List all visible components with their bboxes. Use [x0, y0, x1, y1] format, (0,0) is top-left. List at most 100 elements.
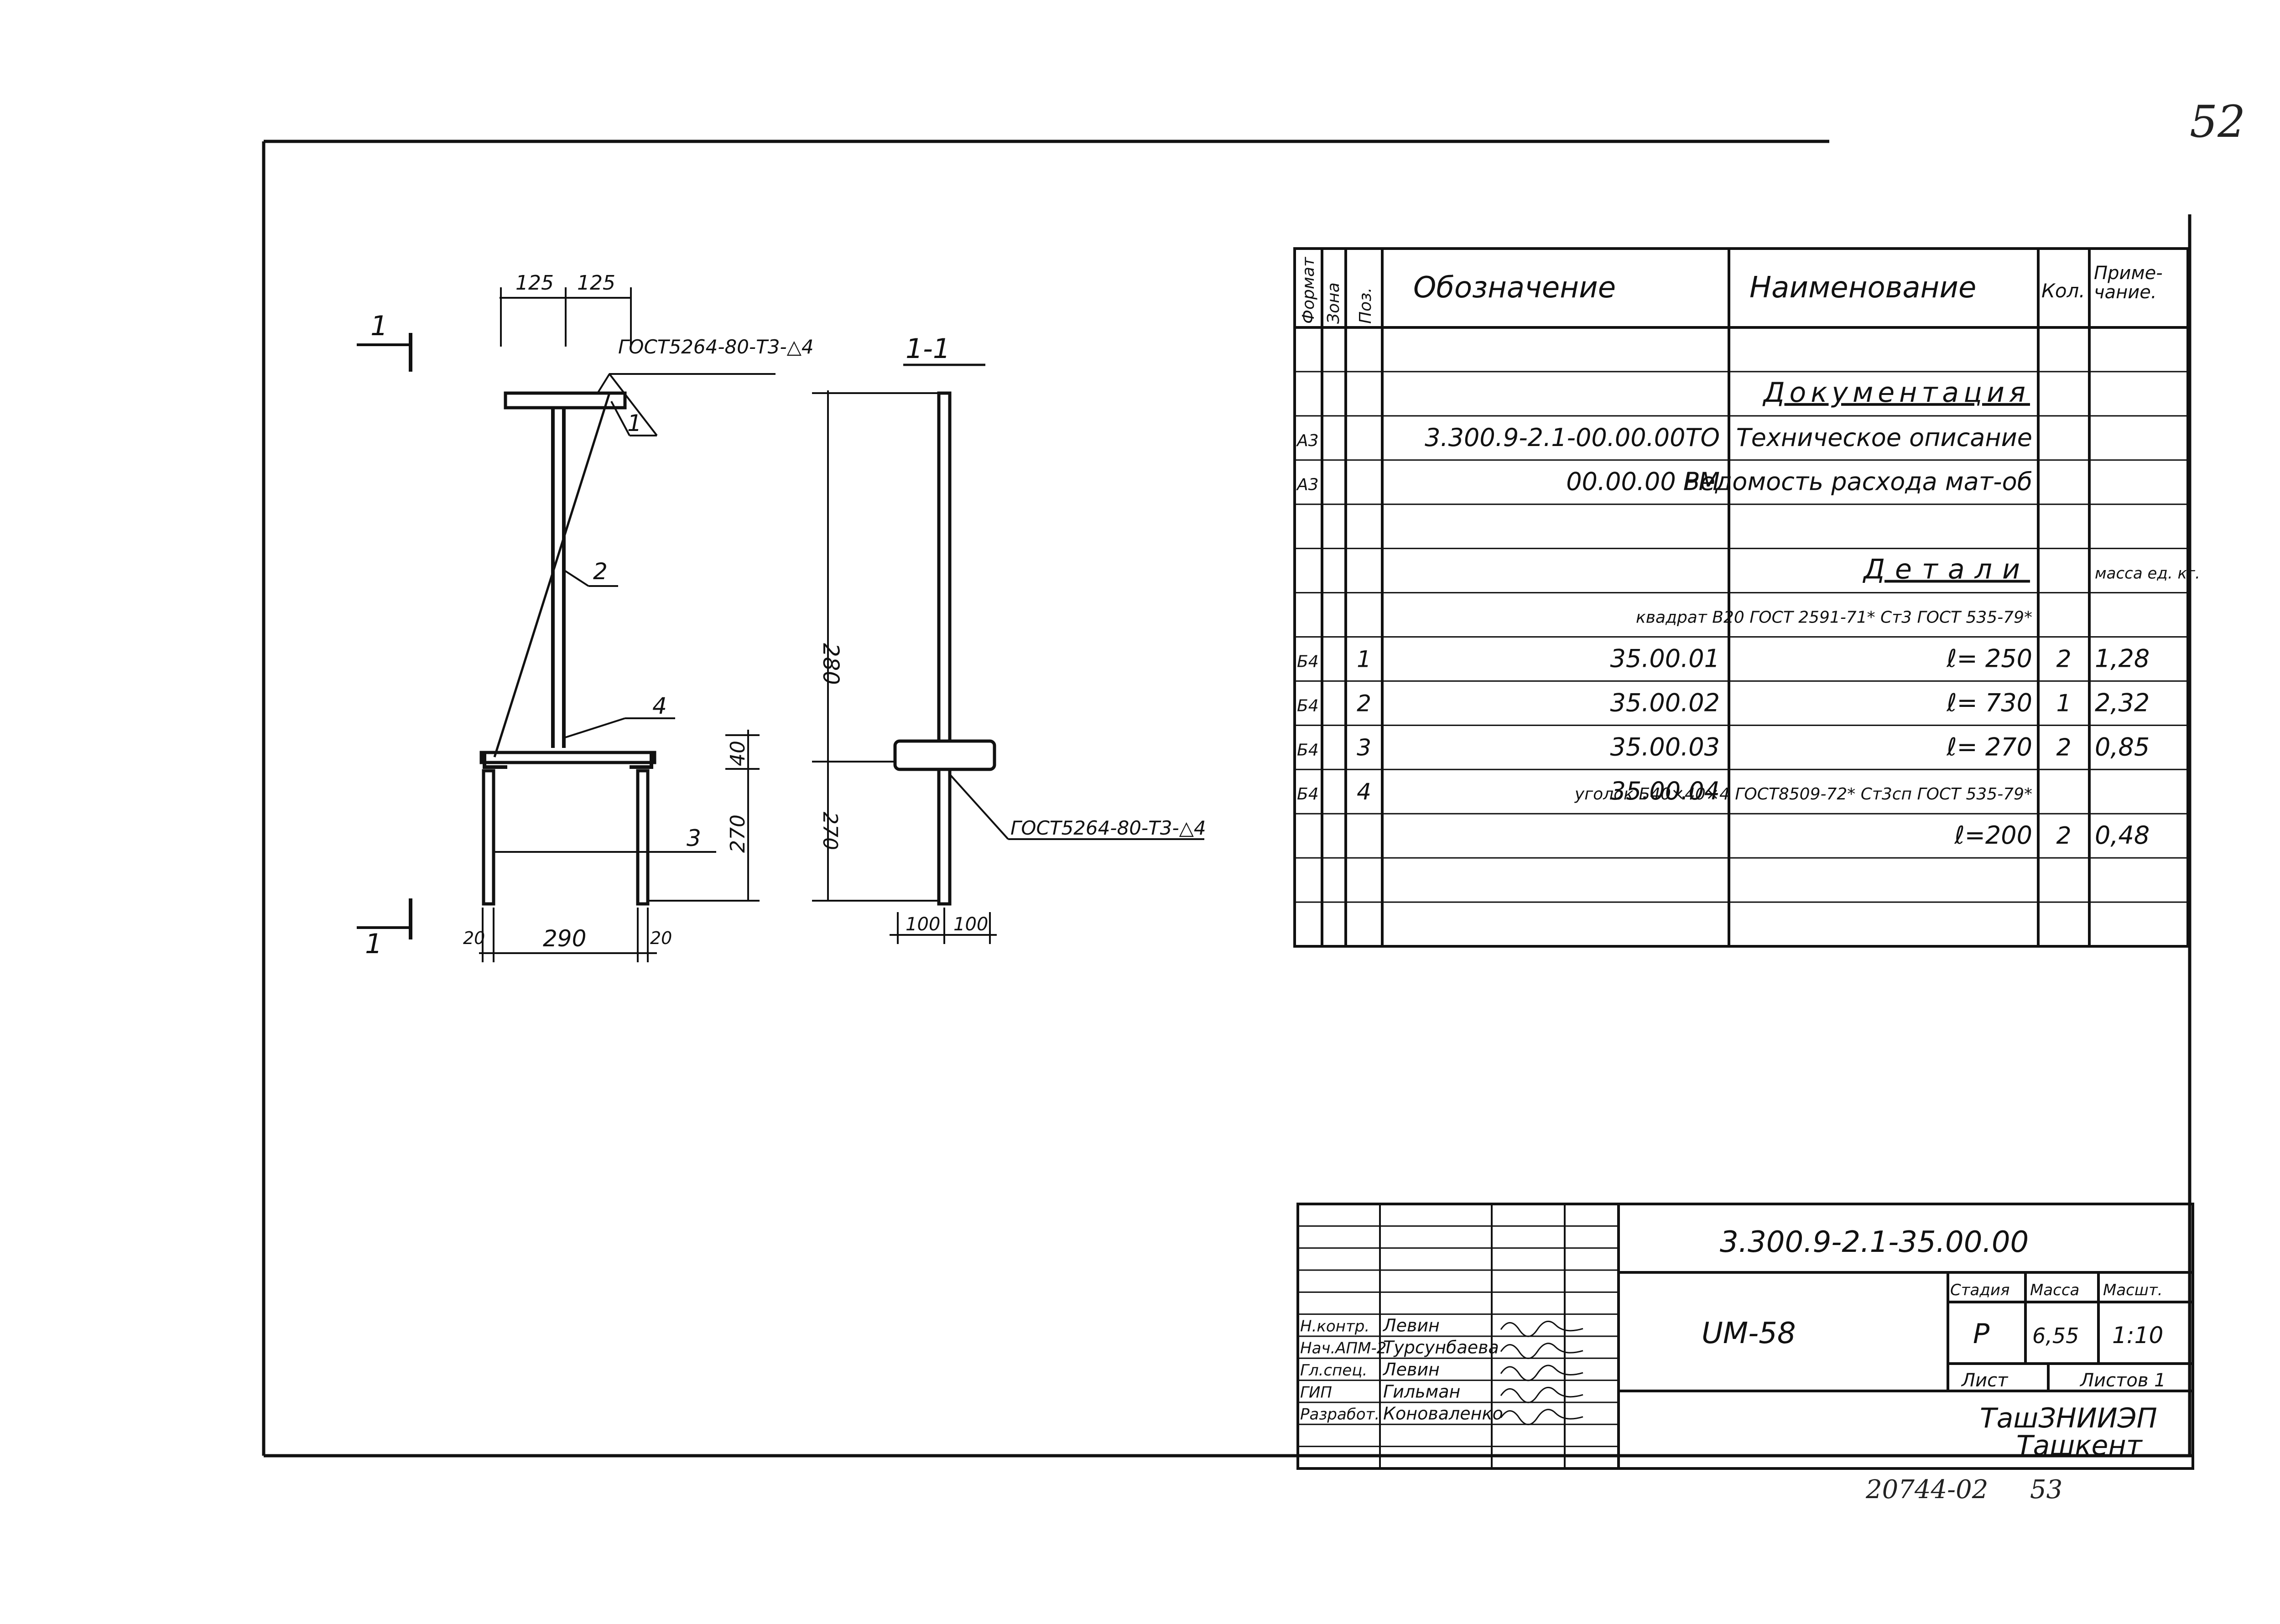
title-block-signatures: Н.контр.ЛевинНач.АПМ-2ТурсунбаеваГл.спец…	[1300, 1315, 1583, 1426]
callout-3: 3	[687, 825, 701, 851]
cell-qty: 1	[2056, 690, 2071, 717]
org-city: Ташкент	[2016, 1430, 2143, 1462]
col-header-name: Наименование	[1749, 271, 1976, 305]
cell-designation: 3.300.9-2.1-00.00.00ТО	[1425, 423, 1720, 452]
cell-designation: 35.00.04	[1610, 777, 1720, 805]
cell-note: 0,85	[2095, 732, 2150, 761]
col-header-note: Приме-чание.	[2094, 263, 2163, 303]
cell-name-heading: Документация	[1762, 377, 2030, 409]
col-header-pos: Поз.	[1356, 287, 1375, 324]
sheet-label: Лист	[1961, 1370, 2009, 1391]
cell-pos: 3	[1357, 734, 1371, 761]
signature-scribble	[1500, 1320, 1583, 1337]
cell-designation: 35.00.03	[1610, 732, 1720, 761]
mass-value: 6,55	[2032, 1323, 2079, 1348]
signature-scribble	[1500, 1386, 1583, 1403]
table-row: Б4 1 35.00.01 ℓ= 250 2 1,28	[1297, 644, 2150, 673]
cell-name: уголок Б40×40×4 ГОСТ8509-72* Ст3сп ГОСТ …	[1574, 785, 2032, 804]
cell-format: А3	[1296, 431, 1319, 450]
dim-270-front: 270	[726, 815, 750, 853]
table-row: Документация	[1762, 377, 2030, 409]
title-block-rows	[1298, 1225, 1619, 1448]
dim-290: 290	[543, 925, 586, 952]
callout-4: 4	[652, 693, 667, 719]
dim-270-side: 270	[818, 812, 842, 850]
cell-note: 2,32	[2095, 688, 2150, 717]
cell-note: масса ед. кг.	[2095, 565, 2200, 583]
spec-table-rows	[1295, 371, 2188, 903]
stage-value: Р	[1973, 1318, 1990, 1350]
cell-qty: 2	[2056, 822, 2071, 850]
cell-name: Техническое описание	[1736, 423, 2032, 452]
signatory-name: Левин	[1382, 1359, 1440, 1380]
page-number: 52	[2190, 96, 2245, 147]
signatory-role: Разработ.	[1300, 1406, 1379, 1424]
table-row: ℓ=200 2 0,48	[1954, 821, 2150, 850]
col-header-format: Формат	[1299, 257, 1318, 324]
weld-note-side: ГОСТ5264-80-Т3-△4	[1010, 817, 1206, 839]
cell-designation: 00.00.00 РМ	[1566, 467, 1720, 496]
cell-format: Б4	[1297, 696, 1319, 715]
section-view-label: 1-1	[906, 333, 950, 365]
cell-name: ℓ=200	[1954, 821, 2032, 850]
dim-100-left: 100	[906, 914, 940, 935]
section-marker-top: 1	[370, 310, 388, 342]
cell-qty: 2	[2056, 645, 2071, 673]
item-name: UM-58	[1702, 1317, 1796, 1350]
col-header-zone: Зона	[1324, 282, 1343, 324]
cell-designation: 35.00.01	[1610, 644, 1720, 673]
cell-format: Б4	[1297, 652, 1319, 671]
stage-label: Стадия	[1950, 1281, 2009, 1299]
cell-name: ℓ= 250	[1946, 644, 2032, 673]
spec-table-grid	[1293, 247, 2189, 948]
org-name: ТашЗНИИЭП	[1980, 1402, 2157, 1434]
cell-name: ℓ= 270	[1946, 732, 2032, 761]
cell-qty: 2	[2056, 734, 2071, 761]
dim-125-left: 125	[515, 271, 554, 295]
doc-code: 3.300.9-2.1-35.00.00	[1720, 1225, 2029, 1259]
signatory-role: Н.контр.	[1300, 1317, 1369, 1335]
cell-note: 1,28	[2095, 644, 2150, 673]
callout-2: 2	[593, 558, 608, 585]
table-row: квадрат В20 ГОСТ 2591-71* Ст3 ГОСТ 535-7…	[1636, 608, 2032, 627]
cell-designation: 35.00.02	[1610, 688, 1720, 717]
cell-pos: 1	[1357, 646, 1371, 672]
section-marker-bottom: 1	[365, 928, 382, 960]
table-row: Б4 2 35.00.02 ℓ= 730 1 2,32	[1297, 688, 2150, 717]
cell-format: Б4	[1297, 741, 1319, 759]
signature-scribble	[1500, 1343, 1583, 1359]
signatory-role: ГИП	[1300, 1383, 1332, 1401]
signatory-name: Левин	[1382, 1315, 1440, 1335]
front-view	[357, 287, 776, 962]
cell-pos: 4	[1357, 778, 1371, 805]
cell-name: квадрат В20 ГОСТ 2591-71* Ст3 ГОСТ 535-7…	[1636, 608, 2032, 627]
cell-name: ℓ= 730	[1946, 688, 2032, 717]
footer-page-number: 53	[2030, 1475, 2062, 1505]
scale-value: 1:10	[2112, 1322, 2163, 1349]
cell-name: Ведомость расхода мат-об	[1683, 467, 2032, 496]
signatory-name: Коноваленко	[1383, 1404, 1503, 1424]
dim-280: 280	[818, 643, 843, 685]
col-header-qty: Кол.	[2041, 280, 2085, 302]
dim-125-right: 125	[577, 271, 615, 295]
cell-pos: 2	[1357, 690, 1371, 716]
table-row: Детали масса ед. кг.	[1862, 554, 2200, 586]
signature-scribble	[1500, 1365, 1583, 1381]
weld-note-top: ГОСТ5264-80-Т3-△4	[618, 336, 814, 358]
dim-20-right: 20	[650, 928, 672, 948]
callout-1: 1	[627, 410, 642, 436]
cell-name-heading: Детали	[1862, 554, 2030, 586]
signatory-name: Турсунбаева	[1383, 1338, 1499, 1358]
signature-scribble	[1500, 1409, 1583, 1426]
sheet-frame	[262, 140, 2194, 1458]
dim-20-left: 20	[463, 928, 485, 948]
mass-label: Масса	[2030, 1281, 2079, 1299]
sheets-label: Листов 1	[2079, 1370, 2166, 1391]
cell-note: 0,48	[2095, 821, 2150, 850]
dim-100-right: 100	[953, 914, 988, 935]
signatory-role: Нач.АПМ-2	[1300, 1339, 1386, 1358]
